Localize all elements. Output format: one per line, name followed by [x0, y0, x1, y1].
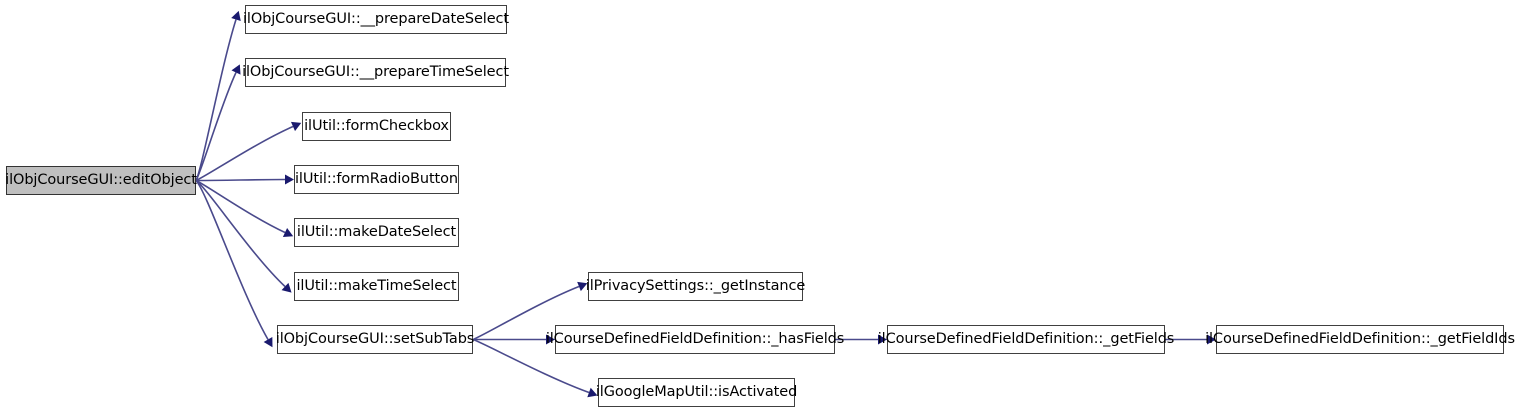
graph-node-label: ilObjCourseGUI::setSubTabs	[275, 331, 475, 348]
graph-node-label: ilGoogleMapUtil::isActivated	[595, 384, 798, 401]
graph-node-makeDateSelect[interactable]: ilUtil::makeDateSelect	[294, 218, 459, 247]
graph-edge-arrowhead	[285, 174, 294, 185]
graph-edge-arrowhead	[577, 281, 588, 292]
graph-node-formCheckbox[interactable]: ilUtil::formCheckbox	[302, 112, 451, 141]
graph-edge-setSubTabs-to-getInstance	[472, 285, 580, 341]
graph-node-label: ilCourseDefinedFieldDefinition::_hasFiel…	[545, 331, 845, 348]
graph-node-label: ilCourseDefinedFieldDefinition::_getFiel…	[877, 331, 1175, 348]
graph-edge-setSubTabs-to-isActivated	[472, 338, 590, 394]
graph-edge-arrowhead	[878, 334, 887, 345]
graph-edge-arrowhead	[546, 334, 555, 345]
graph-edge-arrowhead	[1207, 334, 1216, 345]
graph-edge-arrowhead	[290, 121, 302, 132]
graph-node-getFields[interactable]: ilCourseDefinedFieldDefinition::_getFiel…	[878, 325, 1174, 354]
graph-edge-editObject-to-makeDateSelect	[195, 179, 286, 234]
graph-node-prepareDateSelect[interactable]: ilObjCourseGUI::__prepareDateSelect	[243, 5, 509, 34]
graph-edge-arrowhead	[263, 337, 273, 348]
graph-node-isActivated[interactable]: ilGoogleMapUtil::isActivated	[596, 378, 797, 407]
graph-edge-arrowhead	[587, 387, 598, 398]
graph-edge-editObject-to-makeTimeSelect	[195, 179, 286, 288]
graph-edge-arrowhead	[281, 282, 292, 293]
graph-node-prepareTimeSelect[interactable]: ilObjCourseGUI::__prepareTimeSelect	[242, 58, 509, 87]
graph-edge-editObject-to-prepareTimeSelect	[195, 72, 237, 181]
graph-node-label: ilObjCourseGUI::__prepareDateSelect	[242, 11, 510, 28]
graph-node-hasFields[interactable]: ilCourseDefinedFieldDefinition::_hasFiel…	[546, 325, 844, 354]
graph-edge-arrowhead	[282, 227, 294, 238]
graph-edge-arrowhead	[231, 64, 241, 75]
graph-node-label: ilCourseDefinedFieldDefinition::_getFiel…	[1205, 331, 1515, 348]
graph-node-getFieldIds[interactable]: ilCourseDefinedFieldDefinition::_getFiel…	[1205, 325, 1515, 354]
graph-node-formRadioButton[interactable]: ilUtil::formRadioButton	[294, 165, 459, 194]
graph-node-editObject[interactable]: ilObjCourseGUI::editObject	[5, 166, 197, 195]
graph-edge-editObject-to-formCheckbox	[195, 125, 294, 182]
graph-node-setSubTabs[interactable]: ilObjCourseGUI::setSubTabs	[276, 325, 474, 354]
graph-edge-editObject-to-formRadioButton	[195, 178, 286, 182]
graph-node-label: ilObjCourseGUI::__prepareTimeSelect	[242, 64, 509, 81]
graph-node-label: ilObjCourseGUI::editObject	[5, 172, 197, 189]
graph-edge-editObject-to-prepareDateSelect	[195, 19, 237, 181]
graph-node-label: ilPrivacySettings::_getInstance	[585, 278, 806, 295]
graph-node-label: ilUtil::makeTimeSelect	[296, 278, 457, 295]
graph-edge-arrowhead	[231, 10, 241, 22]
graph-node-makeTimeSelect[interactable]: ilUtil::makeTimeSelect	[294, 272, 459, 301]
graph-node-label: ilUtil::makeDateSelect	[296, 224, 457, 241]
graph-node-getInstance[interactable]: ilPrivacySettings::_getInstance	[586, 272, 805, 301]
graph-node-label: ilUtil::formCheckbox	[304, 118, 449, 135]
graph-node-label: ilUtil::formRadioButton	[295, 171, 459, 188]
graph-edge-editObject-to-setSubTabs	[195, 179, 269, 340]
